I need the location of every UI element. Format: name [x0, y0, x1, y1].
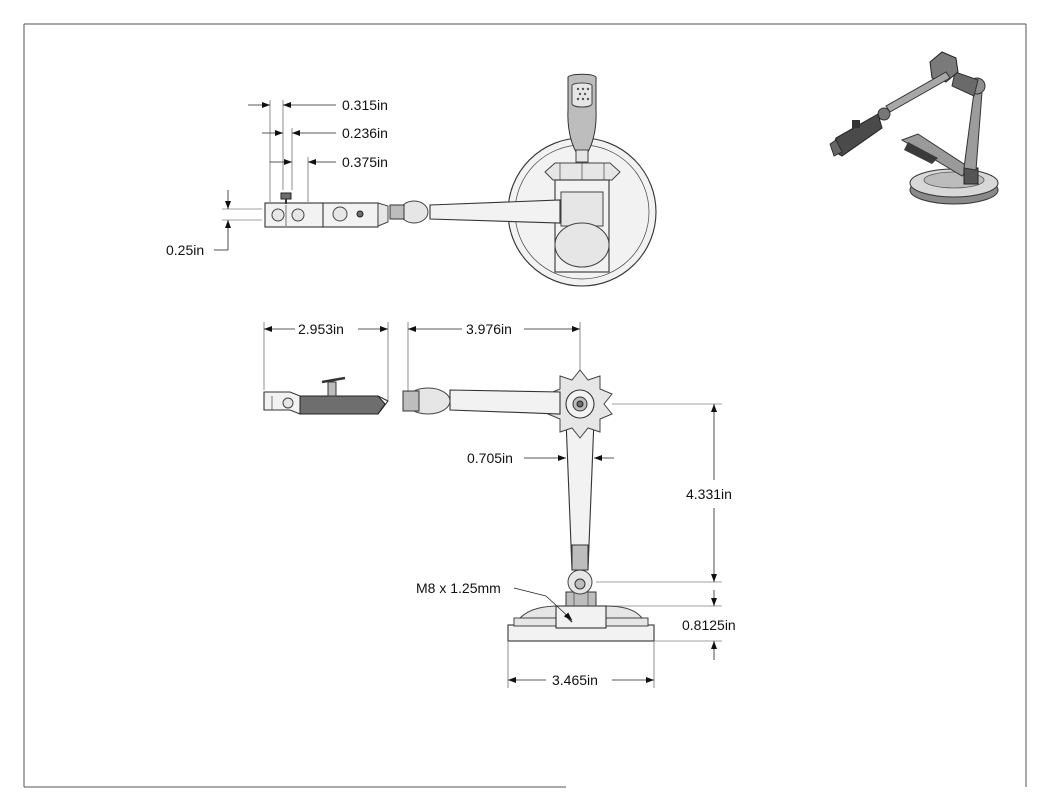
front-arm	[449, 389, 561, 415]
base-ball	[554, 222, 610, 268]
front-view	[263, 369, 655, 642]
lever-grip-dots	[576, 87, 590, 101]
dimension-labels: 0.315in 0.236in 0.375in 0.25in 2.953in 3…	[166, 97, 736, 688]
isometric-view	[829, 51, 999, 205]
base-block	[555, 605, 607, 629]
sheet-border	[23, 23, 1027, 788]
dim-label-4331: 4.331in	[686, 486, 732, 502]
top-arm-nut	[389, 204, 405, 220]
dim-label-0705: 0.705in	[467, 450, 513, 466]
lever-pivot	[575, 149, 589, 163]
dim-label-0236: 0.236in	[342, 125, 388, 141]
top-view	[264, 73, 657, 287]
dim-label-2953: 2.953in	[298, 321, 344, 337]
dim-label-0375: 0.375in	[342, 154, 388, 170]
dim-label-0315: 0.315in	[342, 97, 388, 113]
top-knob	[544, 162, 621, 181]
dim-label-3465: 3.465in	[552, 672, 598, 688]
dim-label-025: 0.25in	[166, 242, 204, 258]
front-view-dimensions	[263, 322, 722, 688]
dim-label-08125: 0.8125in	[682, 617, 736, 633]
dim-label-3976: 3.976in	[466, 321, 512, 337]
top-arm	[429, 199, 561, 224]
top-view-dimensions	[214, 100, 336, 251]
clamp-screw-head	[280, 192, 292, 200]
upright-joint	[560, 191, 604, 227]
lever-grip	[571, 82, 593, 108]
front-clamp-screw	[327, 381, 337, 397]
clamp-body	[321, 202, 379, 228]
thread-callout: M8 x 1.25mm	[416, 580, 501, 596]
